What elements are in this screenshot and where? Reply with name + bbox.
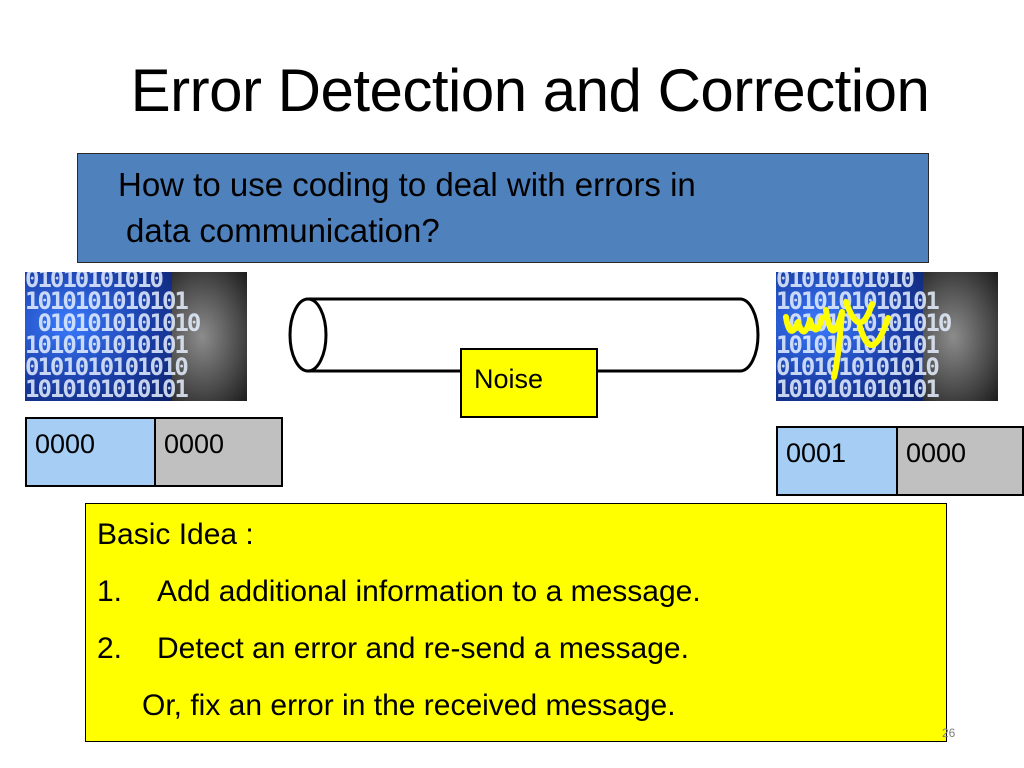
basic-idea-box: Basic Idea : 1. Add additional informatio… (85, 503, 947, 742)
receiver-bits-cell-2: 0000 (896, 426, 1024, 496)
sender-bits-cell-2: 0000 (154, 417, 283, 487)
basic-idea-continuation: Or, fix an error in the received message… (142, 689, 676, 722)
binary-data-image: 01010101010 1010101010101 0101010101010 … (25, 272, 247, 401)
question-box: How to use coding to deal with errors in… (77, 153, 929, 263)
slide-title: Error Detection and Correction (130, 57, 930, 124)
question-line-1: How to use coding to deal with errors in (118, 166, 696, 203)
question-line-2: data communication? (126, 212, 440, 249)
list-item-text: Detect an error and re-send a message. (157, 632, 689, 665)
basic-idea-item-2: 2. Detect an error and re-send a message. (97, 632, 689, 666)
list-item-text: Add additional information to a message. (157, 575, 701, 608)
page-number: 26 (942, 726, 956, 740)
error-scribble-icon (783, 299, 891, 380)
basic-idea-heading: Basic Idea : (97, 518, 254, 551)
basic-idea-item-1: 1. Add additional information to a messag… (97, 575, 701, 609)
question-text: How to use coding to deal with errors in… (118, 162, 908, 254)
communication-channel-cylinder (288, 297, 760, 373)
sender-bits-cell-1: 0000 (25, 417, 156, 487)
receiver-bits-cell-1: 0001 (776, 426, 898, 496)
list-number: 2. (97, 632, 123, 665)
binary-data-corrupted-image: 01010101010 1010101010101 0101010101010 … (776, 272, 998, 401)
list-number: 1. (97, 575, 123, 608)
noise-label: Noise (460, 348, 598, 418)
